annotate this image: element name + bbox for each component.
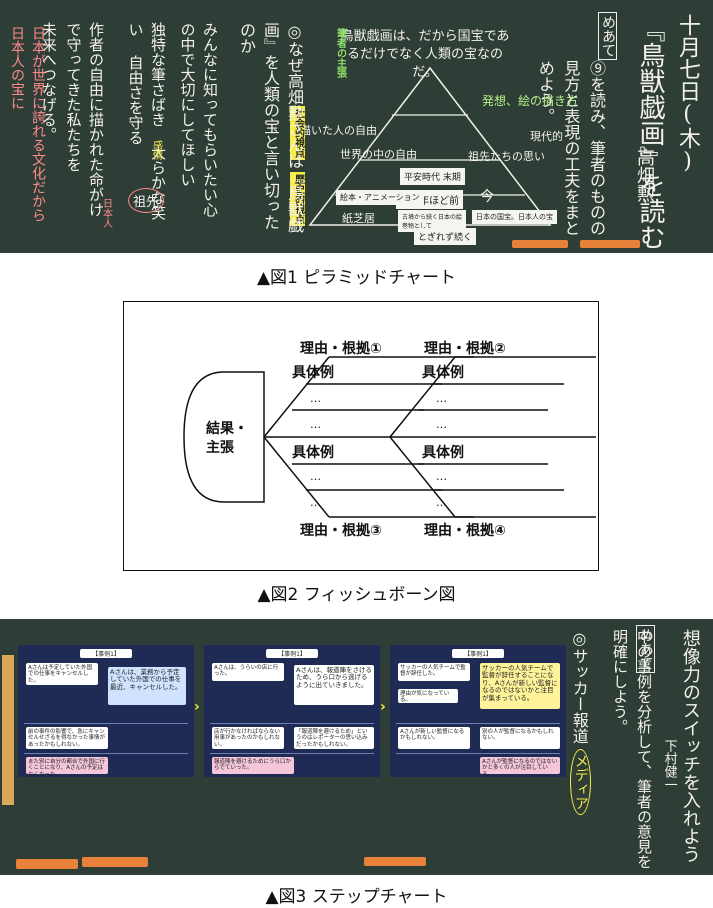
fig2-example: 具体例 [422,445,464,461]
fig1-chalk-tray [580,240,640,248]
fig2-example: 具体例 [422,365,464,381]
fig1-label-hassou: 発想、絵の描き方 [482,94,579,108]
fig3-p3-b: サッカーの人気チームで監督が辞任することになり、Aさんが新しい監督になるのではな… [480,663,560,709]
fig2-reason3: 理由・根拠③ [300,523,382,539]
fig1-label-modern: 現代的 [530,130,563,143]
fig2-dots: … [310,496,321,509]
fig3-p1-d: また別に自分の都合で外国に行くことになり、Aさんの予定はなくなった。 [26,757,108,778]
fig2-dots: … [436,392,447,405]
fig3-author: 下村健一 [661,739,677,791]
figure2-frame: 結果・ 主張 理由・根拠① 理由・根拠② 理由・根拠③ 理由・根拠④ 具体例 具… [123,301,599,571]
fig3-p3-c: 理由が気になっている。 [398,689,458,703]
fig3-p2-b: Aさんは、報道陣をさけるため、うら口から逃げるように出ていきました。 [294,665,374,705]
fig3-p1-b: Aさんは、業務から予定していた外国での仕事を最近、キャンセルした。 [108,667,186,705]
fig3-divider [24,753,188,754]
fig3-chalk-tray [16,859,78,869]
fig3-divider [210,723,374,724]
fig2-fishbone-lines [183,356,596,518]
fig3-meate-label: めあて [636,625,655,673]
fig1-note-tokirezu: とぎれず続く [414,228,477,245]
fig3-p1-a: Aさんは予定していた外国での仕事をキャンセルした。 [26,663,98,685]
fig1-note-heian: 平安時代 末期 [400,168,465,185]
fig3-panel-title: 【事例1】 [452,649,504,658]
fig1-col-mirai: 未来へつなげる。 [39,22,58,142]
fig3-panel-title: 【事例1】 [80,649,132,658]
fig3-divider [210,753,374,754]
fig2-reason4: 理由・根拠④ [424,523,506,539]
fig1-caption: ▲図1 ピラミッドチャート [256,268,457,288]
fig3-p3-a: サッカーの人気チームで監督が辞任した。 [398,663,470,681]
fig3-p3-e: 別の人が監督になるかもしれない。 [480,727,560,749]
fig3-p2-d: 「報道陣を避けるため」というのはレポーターの思い込みだったかもしれない。 [294,727,374,749]
fig2-dots: … [310,392,321,405]
fig3-p2-a: Aさんは、うらいの店に行った。 [212,663,284,681]
fig3-title: 想像力のスイッチを入れよう [679,629,701,863]
fig3-panel-2: 【事例1】 Aさんは、うらいの店に行った。 Aさんは、報道陣をさけるため、うら口… [204,645,380,777]
fig2-reason2: 理由・根拠② [424,341,506,357]
fig1-label-nihonjin: 日本人 [100,198,112,228]
fig1-tag-history: 歴史的視点 [290,172,305,226]
fig1-title: 『鳥獣戯画』を読む [635,16,665,250]
fig1-date: 十月七日(木) [675,14,700,174]
fig1-label-kamishibai: 紙芝居 [342,212,375,225]
figure1-blackboard: 十月七日(木) 『鳥獣戯画』を読む 高畑勲 めあて ⑨を読み、筆者のものの見方と… [0,0,713,253]
fig3-p3-f: Aさんが監督になるのではないかと多くの人が注目している。 [480,757,560,778]
fig1-col-author: 作者の自由に描かれた命がけで守ってきた私たちを [64,22,106,217]
fig1-red-text: 日本が世界に誇れる文化だから日本人の宝に [9,26,46,222]
fig1-pyramid-mid2: 世界の中の自由 [340,148,417,161]
fig1-note-ehon: 絵本・アニメーション [336,190,424,205]
fig1-col-minna: みんなに知ってもらいたい心の中で大切にしてほしい [178,22,220,217]
fig2-example: 具体例 [292,365,334,381]
fig1-meate-label: めあて [598,12,617,60]
fig1-tag-social: 社会的視点 [290,106,305,160]
fig1-tag-author-claim: 筆者の主張 [334,28,346,78]
fig3-arrow: › [194,699,200,715]
fig1-pyramid-mid1: 描いた人の自由 [300,124,377,137]
fig3-meate-text: 中の事例を分析して、筆者の意見を明確にしよう。 [611,629,653,869]
fig3-divider [396,753,560,754]
figure3-blackboard: 【事例1】 Aさんは予定していた外国での仕事をキャンセルした。 Aさんは、業務か… [0,619,713,875]
fig1-chalk-tray [512,240,568,248]
fig3-ruler [2,655,14,805]
fig2-dots: … [436,418,447,431]
fig1-question: ◎なぜ高畑勲さんは『鳥獣戯画』を人類の宝と言い切ったのか [237,22,304,233]
fig2-reason1: 理由・根拠① [300,341,382,357]
fig1-pyramid-top: 鳥獣戯画は、だから国宝であるだけでなく人類の宝なのだ。 [340,29,510,81]
fig1-label-sosen2: 祖先 [128,188,165,213]
fig1-note-kokuho: 日本の国宝。日本人の宝 [472,210,557,224]
fig3-divider [396,723,560,724]
fig3-caption: ▲図3 ステップチャート [265,887,448,907]
fig2-dots: … [310,470,321,483]
fig1-label-sosen: 祖先たちの思い [468,150,545,163]
fig3-p3-d: Aさんが新しい監督になるかもしれない。 [398,727,470,749]
fig3-panel-3: 【事例1】 サッカーの人気チームで監督が辞任した。 サッカーの人気チームで監督が… [390,645,566,778]
fig1-note-history-detail: 古墳から続く日本の絵巻物として [398,210,466,232]
fig3-panel-1: 【事例1】 Aさんは予定していた外国での仕事をキャンセルした。 Aさんは、業務か… [18,645,194,778]
fig2-dots: … [310,418,321,431]
fig1-label-kanjou: 感情 [150,140,162,160]
fig3-label-media: メディア [570,749,591,815]
fig2-dots: … [436,470,447,483]
fig3-q-soccer: ◎サッカー報道 [569,629,589,744]
fig3-chalk-tray [82,857,148,867]
fig3-panel-title: 【事例1】 [266,649,318,658]
fig1-col-dokuto: 独特な筆さばき 大らかな笑い 自由さを守る [126,22,168,220]
fig3-divider [24,723,188,724]
fig1-meate-text: ⑨を読み、筆者のものの見方と表現の工夫をまとめよう。 [535,60,606,236]
fig3-arrow: › [380,699,386,715]
fig2-caption: ▲図2 フィッシュボーン図 [257,585,456,605]
fig3-chalk-tray [364,857,426,866]
fig3-p1-c: 前の事件の影響で、急にキャンセルせざるを得なかった事情があったかもしれない。 [26,727,108,749]
fig1-author: 高畑勲 [634,148,655,202]
fig2-dots: … [436,496,447,509]
fig3-p2-c: 店が行かなければならない用事があったのかもしれない。 [212,727,284,749]
fig2-example: 具体例 [292,445,334,461]
fig3-p2-e: 報道陣を避けるためにうら口からでていった。 [212,757,294,774]
fig1-arrow-now: 今 [480,189,494,205]
fig2-head-label: 結果・ 主張 [206,421,248,456]
